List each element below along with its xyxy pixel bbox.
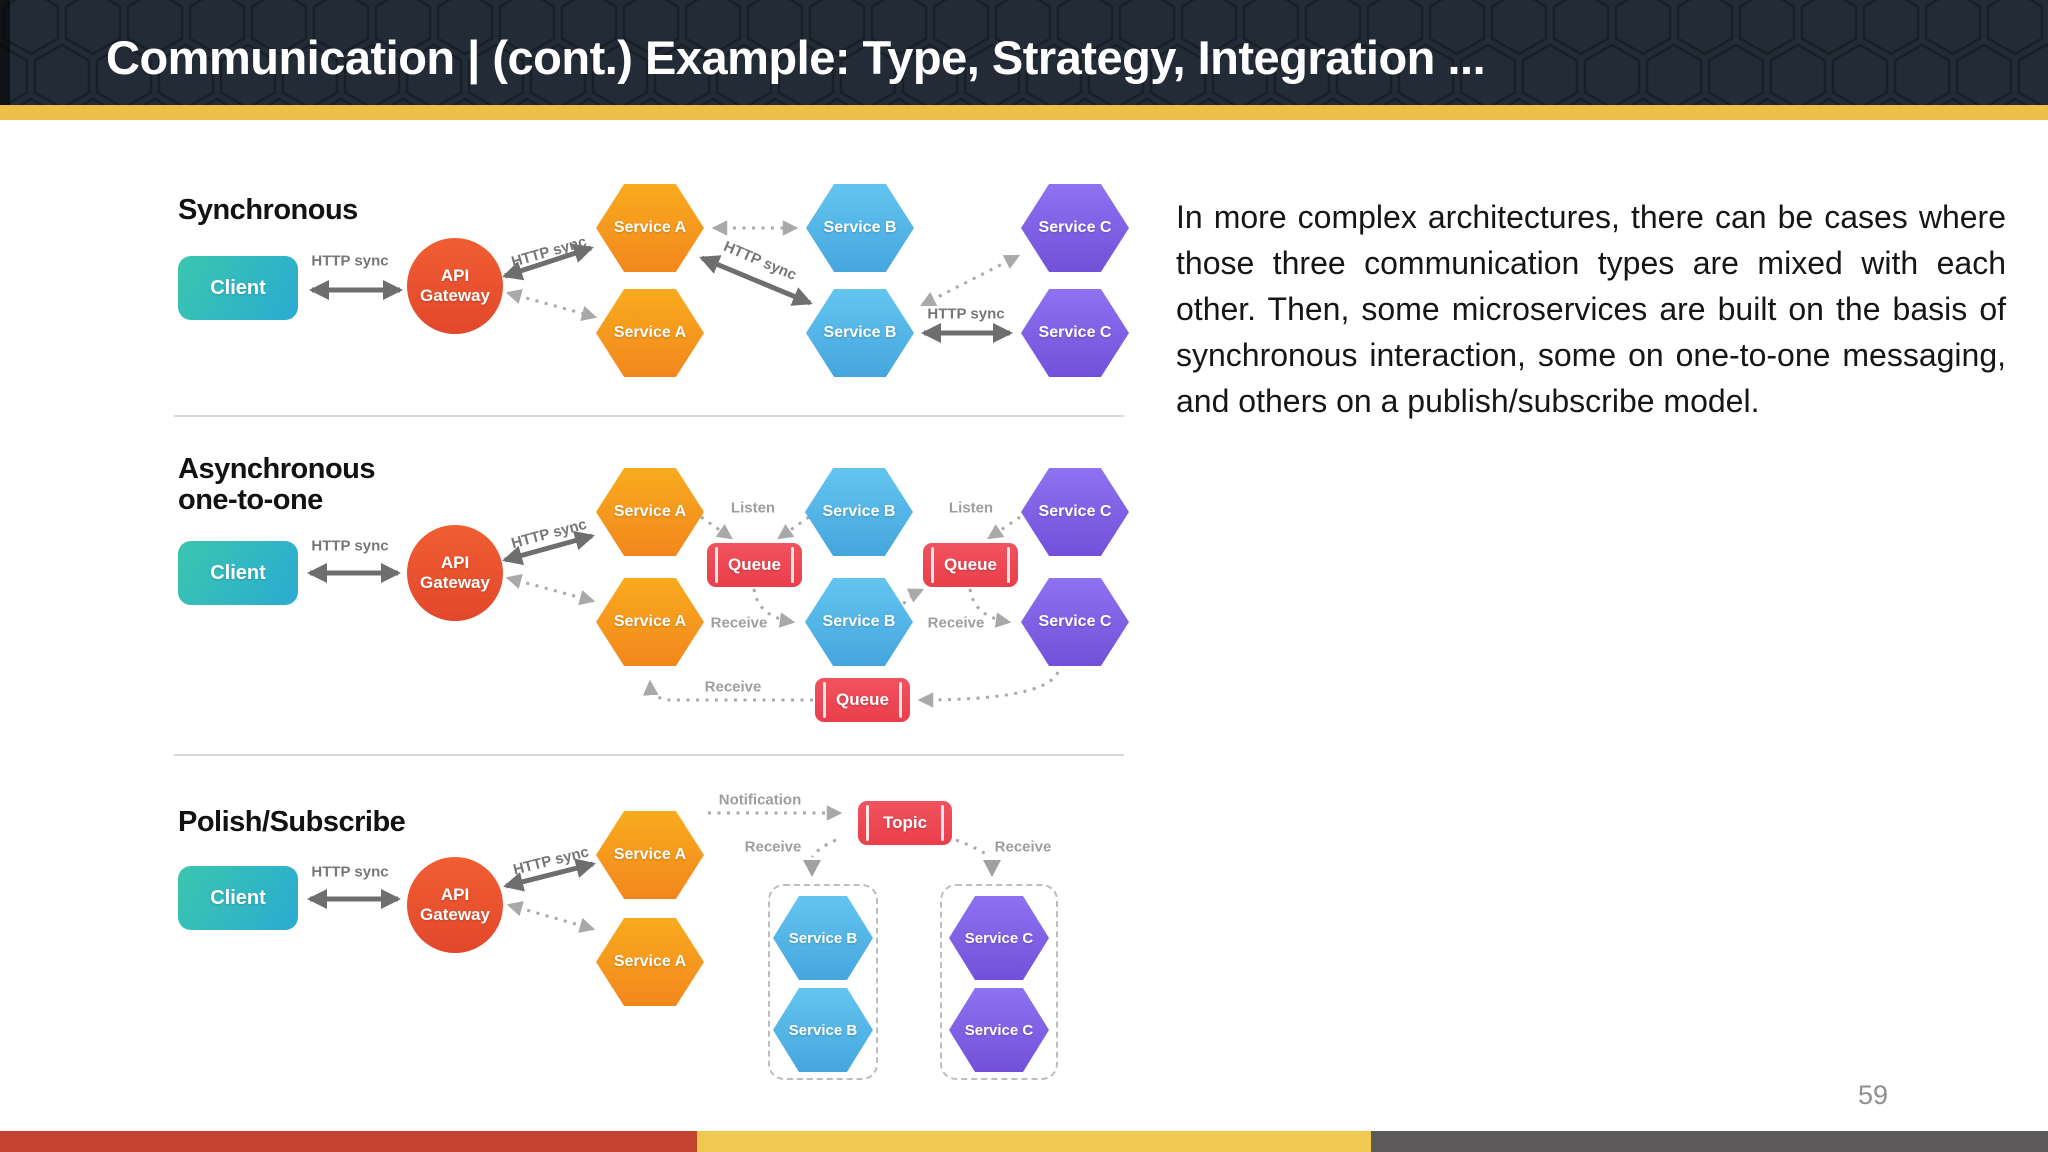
sync-service-b-hex: Service B: [806, 184, 914, 272]
topic-node: Topic: [858, 801, 952, 845]
accent-stripe: [0, 105, 2048, 120]
edge-label-http-sync: HTTP sync: [311, 537, 389, 555]
queue-node: Queue: [815, 678, 910, 722]
edge-label-receive: Receive: [710, 614, 768, 632]
edge-label-http-sync: HTTP sync: [721, 238, 799, 284]
async-client-node: Client: [178, 541, 298, 605]
edge-label-notification: Notification: [718, 791, 802, 809]
edge-label-http-sync: HTTP sync: [511, 843, 591, 879]
sync-service-a-hex: Service A: [596, 289, 704, 377]
page-number: 59: [1858, 1080, 1889, 1110]
edge-label-receive: Receive: [744, 838, 802, 856]
async-heading-line2: one-to-one: [178, 484, 323, 516]
section-divider: [174, 415, 1124, 417]
async-api-gateway-node: API Gateway: [407, 525, 503, 621]
queue-node: Queue: [923, 543, 1018, 587]
edge-label-http-sync: HTTP sync: [311, 252, 389, 270]
sync-api-gateway-node: API Gateway: [407, 238, 503, 334]
edge-label-http-sync: HTTP sync: [927, 305, 1005, 323]
sync-service-a-hex: Service A: [596, 184, 704, 272]
header-bar: Communication | (cont.) Example: Type, S…: [0, 0, 2048, 105]
hex-pattern: [0, 0, 2048, 105]
sync-service-c-hex: Service C: [1021, 289, 1129, 377]
pubsub-service-a-hex: Service A: [596, 811, 704, 899]
edge-label-http-sync: HTTP sync: [311, 863, 389, 881]
async-service-b-hex: Service B: [805, 578, 913, 666]
edge-label-receive: Receive: [704, 678, 762, 696]
edge-label-receive: Receive: [927, 614, 985, 632]
edge-label-http-sync: HTTP sync: [509, 515, 589, 553]
service-b-group-box: [768, 884, 878, 1080]
pubsub-api-gateway-node: API Gateway: [407, 857, 503, 953]
queue-node: Queue: [707, 543, 802, 587]
sync-service-b-hex: Service B: [806, 289, 914, 377]
footer-bar-yellow: [697, 1131, 1371, 1152]
edge-label-listen: Listen: [948, 499, 994, 517]
edge-label-http-sync: HTTP sync: [509, 233, 589, 271]
async-service-a-hex: Service A: [596, 468, 704, 556]
pubsub-service-a-hex: Service A: [596, 918, 704, 1006]
footer-bar-red: [0, 1131, 697, 1152]
async-service-a-hex: Service A: [596, 578, 704, 666]
slide-title: Communication | (cont.) Example: Type, S…: [106, 31, 1486, 84]
sync-service-c-hex: Service C: [1021, 184, 1129, 272]
async-service-b-hex: Service B: [805, 468, 913, 556]
sync-heading: Synchronous: [178, 194, 358, 226]
edge-label-listen: Listen: [730, 499, 776, 517]
async-heading-line1: Asynchronous: [178, 453, 376, 485]
async-service-c-hex: Service C: [1021, 468, 1129, 556]
pubsub-heading: Polish/Subscribe: [178, 806, 406, 838]
sync-client-node: Client: [178, 256, 298, 320]
footer-bar-gray: [1371, 1131, 2048, 1152]
service-c-group-box: [940, 884, 1058, 1080]
body-paragraph: In more complex architectures, there can…: [1176, 199, 2006, 419]
section-divider: [174, 754, 1124, 756]
edge-label-receive: Receive: [994, 838, 1052, 856]
pubsub-client-node: Client: [178, 866, 298, 930]
async-service-c-hex: Service C: [1021, 578, 1129, 666]
